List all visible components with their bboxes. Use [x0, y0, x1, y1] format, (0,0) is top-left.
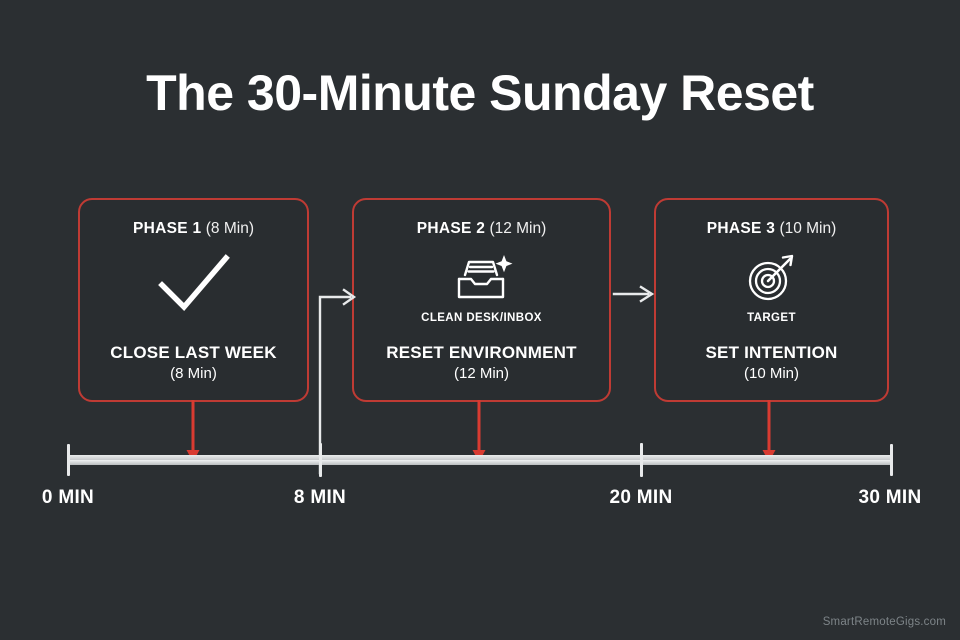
timeline-label-30: 30 MIN [858, 487, 922, 508]
phase-2-header: PHASE 2 (12 Min) [354, 220, 609, 237]
timeline-tick-0 [67, 444, 70, 476]
phase-3-header-duration: (10 Min) [779, 220, 837, 237]
timeline-bar [68, 455, 892, 465]
phase-2-icon-wrap [354, 250, 609, 306]
phase-3-header: PHASE 3 (10 Min) [656, 220, 887, 237]
target-arrow-icon [748, 254, 793, 301]
phase-1-footer: CLOSE LAST WEEK (8 Min) [80, 342, 307, 384]
timeline-tick-8 [319, 443, 322, 477]
page-title: The 30-Minute Sunday Reset [146, 65, 814, 121]
phase-1-header: PHASE 1 (8 Min) [80, 220, 307, 237]
phase-1-icon-wrap [80, 246, 307, 320]
phase-1-header-duration: (8 Min) [205, 220, 254, 237]
phase-2-header-name: PHASE 2 [416, 220, 486, 237]
timeline-label-0: 0 MIN [41, 487, 95, 508]
watermark: SmartRemoteGigs.com [822, 616, 946, 628]
sparkle-icon [495, 255, 512, 273]
phase-card-3: PHASE 3 (10 Min) TARGET SET INTENTION (1… [654, 198, 889, 402]
phase-1-header-name: PHASE 1 [133, 220, 202, 237]
phase-3-footer: SET INTENTION (10 Min) [656, 342, 887, 384]
phase-3-icon-caption: TARGET [747, 312, 796, 324]
checkmark-icon [157, 254, 230, 312]
phase-2-footer: RESET ENVIRONMENT (12 Min) [354, 342, 609, 384]
phase-3-sub: (10 Min) [743, 365, 799, 383]
phase-3-header-name: PHASE 3 [706, 220, 776, 237]
timeline-tick-20 [640, 443, 643, 477]
timeline-label-8: 8 MIN [293, 487, 347, 508]
phase-card-1: PHASE 1 (8 Min) CLOSE LAST WEEK (8 Min) [78, 198, 309, 402]
phase-3-icon-wrap [656, 250, 887, 306]
timeline-label-20: 20 MIN [609, 487, 673, 508]
phase-3-label: SET INTENTION [705, 342, 838, 362]
phase-1-label: CLOSE LAST WEEK [110, 342, 277, 362]
connector-arrow-phase2-phase3 [612, 285, 655, 303]
inbox-tray-sparkle-icon [457, 255, 512, 299]
phase-2-icon-caption: CLEAN DESK/INBOX [421, 312, 542, 324]
phase-2-label: RESET ENVIRONMENT [386, 342, 577, 362]
phase-card-2: PHASE 2 (12 Min) CLEAN DESK/INBOX [352, 198, 611, 402]
timeline-tick-30 [890, 444, 893, 476]
phase-1-sub: (8 Min) [170, 365, 217, 383]
phase-2-sub: (12 Min) [453, 365, 509, 383]
phase-2-header-duration: (12 Min) [489, 220, 547, 237]
